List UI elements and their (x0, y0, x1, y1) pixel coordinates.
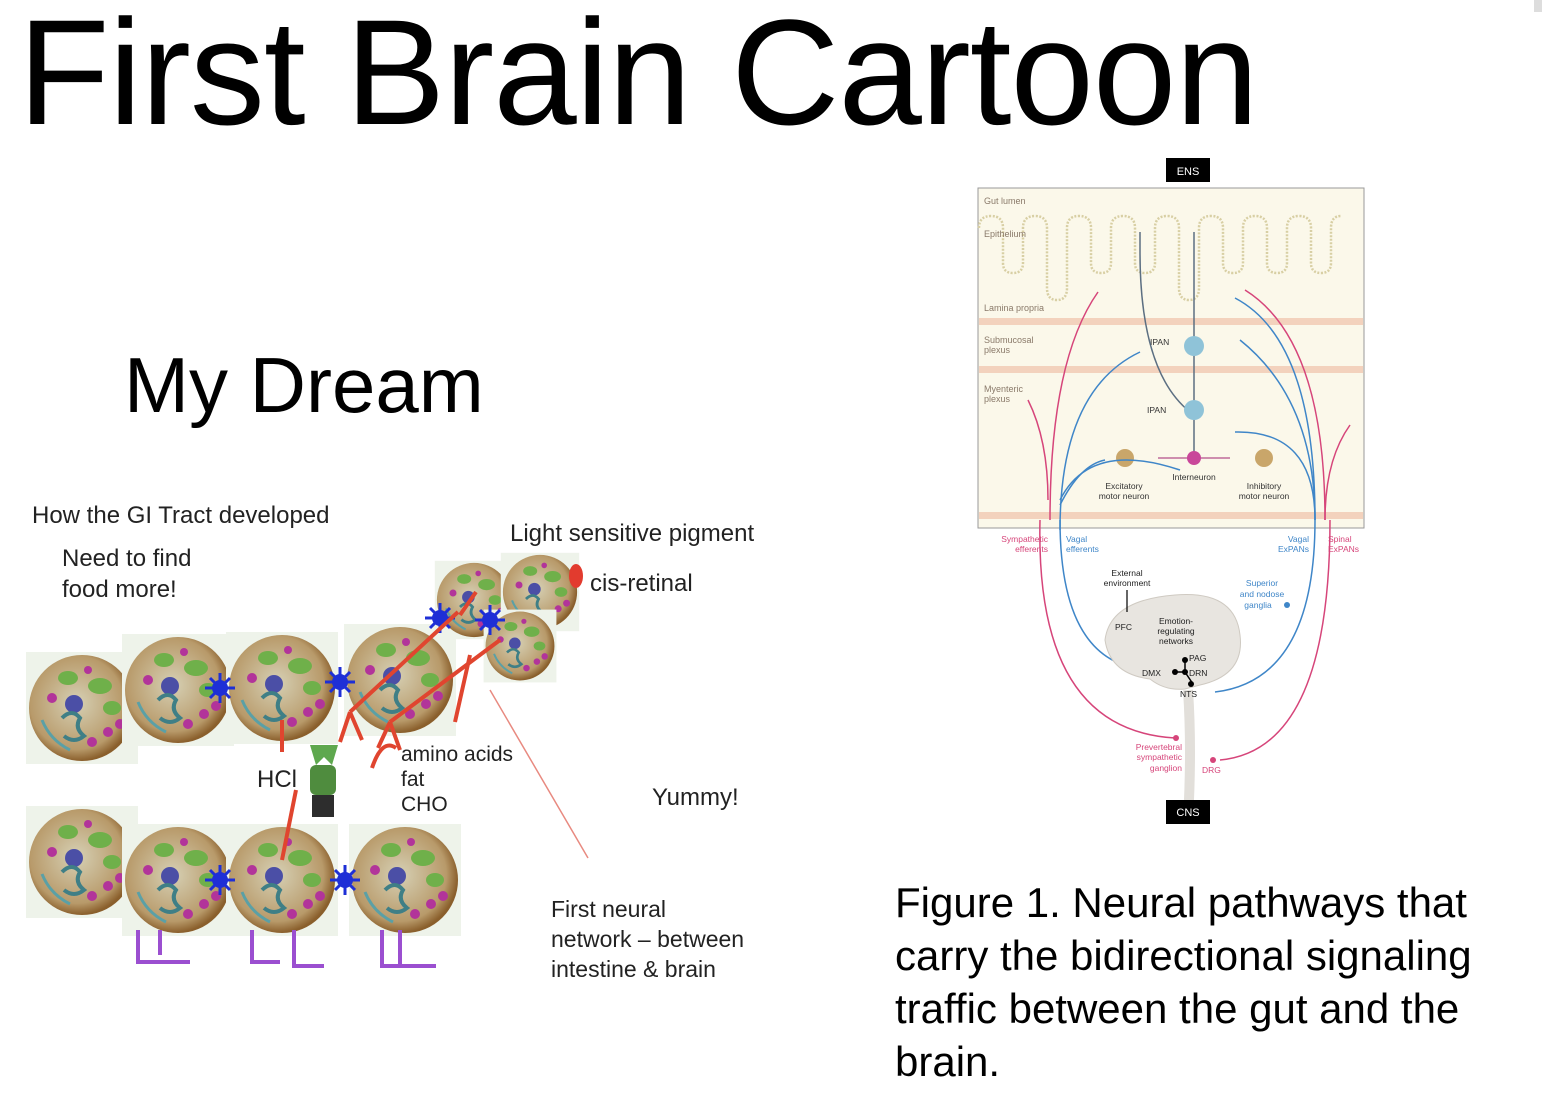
svg-text:sympathetic: sympathetic (1137, 752, 1183, 762)
pathway-labels: Sympathetic efferents Vagal efferents Va… (1001, 534, 1359, 610)
nutrients-label: amino acids fat CHO (401, 742, 513, 817)
figure-caption: Figure 1. Neural pathways that carry the… (895, 879, 1472, 1085)
svg-text:motor neuron: motor neuron (1099, 491, 1150, 501)
svg-text:Interneuron: Interneuron (1172, 472, 1216, 482)
figurine (310, 745, 338, 817)
svg-text:NTS: NTS (1180, 689, 1197, 699)
scroll-edge (1534, 0, 1542, 12)
neural-network-line: First neural (551, 896, 667, 922)
svg-text:environment: environment (1104, 578, 1151, 588)
svg-text:IPAN: IPAN (1150, 337, 1169, 347)
svg-text:efferents: efferents (1066, 544, 1099, 554)
svg-text:motor neuron: motor neuron (1239, 491, 1290, 501)
svg-text:plexus: plexus (984, 394, 1011, 404)
gi-tract-cartoon (24, 551, 589, 968)
gut-brain-figure: ENS Gut lumen Epithelium Lamina propria … (977, 158, 1365, 824)
brain (1104, 590, 1290, 821)
svg-text:DMX: DMX (1142, 668, 1161, 678)
svg-text:Excitatory: Excitatory (1105, 481, 1143, 491)
yummy-label: Yummy! (652, 784, 739, 811)
svg-text:Vagal: Vagal (1066, 534, 1087, 544)
neuron-labels: IPAN IPAN Excitatory motor neuron Intern… (1099, 337, 1290, 501)
neurons (1116, 336, 1273, 467)
svg-text:Gut lumen: Gut lumen (984, 196, 1026, 206)
svg-text:IPAN: IPAN (1147, 405, 1166, 415)
gut-wall-box (977, 187, 1365, 529)
svg-text:ExPANs: ExPANs (1328, 544, 1359, 554)
svg-text:Epithelium: Epithelium (984, 229, 1026, 239)
nutrient: amino acids (401, 743, 514, 766)
svg-text:Submucosal: Submucosal (984, 335, 1034, 345)
svg-text:Myenteric: Myenteric (984, 384, 1024, 394)
layer-labels: Gut lumen Epithelium Lamina propria Subm… (984, 196, 1044, 404)
epithelium-villi (977, 214, 1342, 302)
svg-text:DRG: DRG (1202, 765, 1221, 775)
red-nerve-lines (280, 590, 502, 861)
svg-text:networks: networks (1159, 636, 1193, 646)
svg-text:Emotion-: Emotion- (1159, 616, 1193, 626)
light-pigment-label: Light sensitive pigment (510, 520, 755, 547)
ens-label: ENS (1177, 166, 1200, 178)
cell-group-bottom (24, 804, 463, 938)
svg-text:efferents: efferents (1015, 544, 1048, 554)
hcl-label: HCl (257, 766, 297, 793)
nutrient: CHO (401, 793, 448, 816)
ens-badge (1166, 158, 1210, 182)
pigment-spot (569, 564, 583, 588)
slide-title: First Brain Cartoon (18, 0, 1259, 156)
need-food-line: food more! (62, 576, 177, 603)
ganglion-labels: Prevertebral sympathetic ganglion DRG (1136, 742, 1221, 775)
cartoon-heading: How the GI Tract developed (32, 502, 330, 529)
svg-text:Superior: Superior (1246, 578, 1278, 588)
svg-text:PAG: PAG (1189, 653, 1206, 663)
svg-text:DRN: DRN (1189, 668, 1207, 678)
need-food-line: Need to find (62, 545, 192, 572)
svg-text:ExPANs: ExPANs (1278, 544, 1309, 554)
cis-retinal-label: cis-retinal (590, 570, 693, 597)
svg-text:ganglion: ganglion (1150, 763, 1182, 773)
svg-text:Prevertebral: Prevertebral (1136, 742, 1182, 752)
vagal-pathways (1059, 297, 1316, 693)
slide-subtitle: My Dream (124, 341, 484, 429)
svg-text:and nodose: and nodose (1240, 589, 1285, 599)
svg-text:Spinal: Spinal (1328, 534, 1352, 544)
svg-text:External: External (1111, 568, 1142, 578)
neural-network-line: network – between (551, 926, 745, 952)
nutrient: fat (401, 768, 425, 791)
cns-label: CNS (1176, 807, 1199, 819)
svg-text:Inhibitory: Inhibitory (1247, 481, 1282, 491)
svg-text:Sympathetic: Sympathetic (1001, 534, 1049, 544)
svg-text:regulating: regulating (1157, 626, 1195, 636)
tissue-bands (979, 318, 1363, 519)
cns-badge (1166, 800, 1210, 824)
svg-text:Lamina propria: Lamina propria (984, 303, 1044, 313)
svg-text:plexus: plexus (984, 345, 1011, 355)
svg-text:ganglia: ganglia (1244, 600, 1272, 610)
spinal-sympathetic-pathways (1027, 289, 1351, 761)
svg-text:Vagal: Vagal (1288, 534, 1309, 544)
need-food-label: Need to find food more! (62, 543, 191, 605)
svg-text:PFC: PFC (1115, 622, 1132, 632)
neural-network-label: First neural network – between intestine… (551, 894, 744, 984)
neural-network-line: intestine & brain (551, 956, 716, 982)
purple-anchors (136, 930, 436, 968)
pointer-line (489, 689, 589, 859)
brain-labels: External environment PFC Emotion- regula… (1104, 568, 1208, 699)
